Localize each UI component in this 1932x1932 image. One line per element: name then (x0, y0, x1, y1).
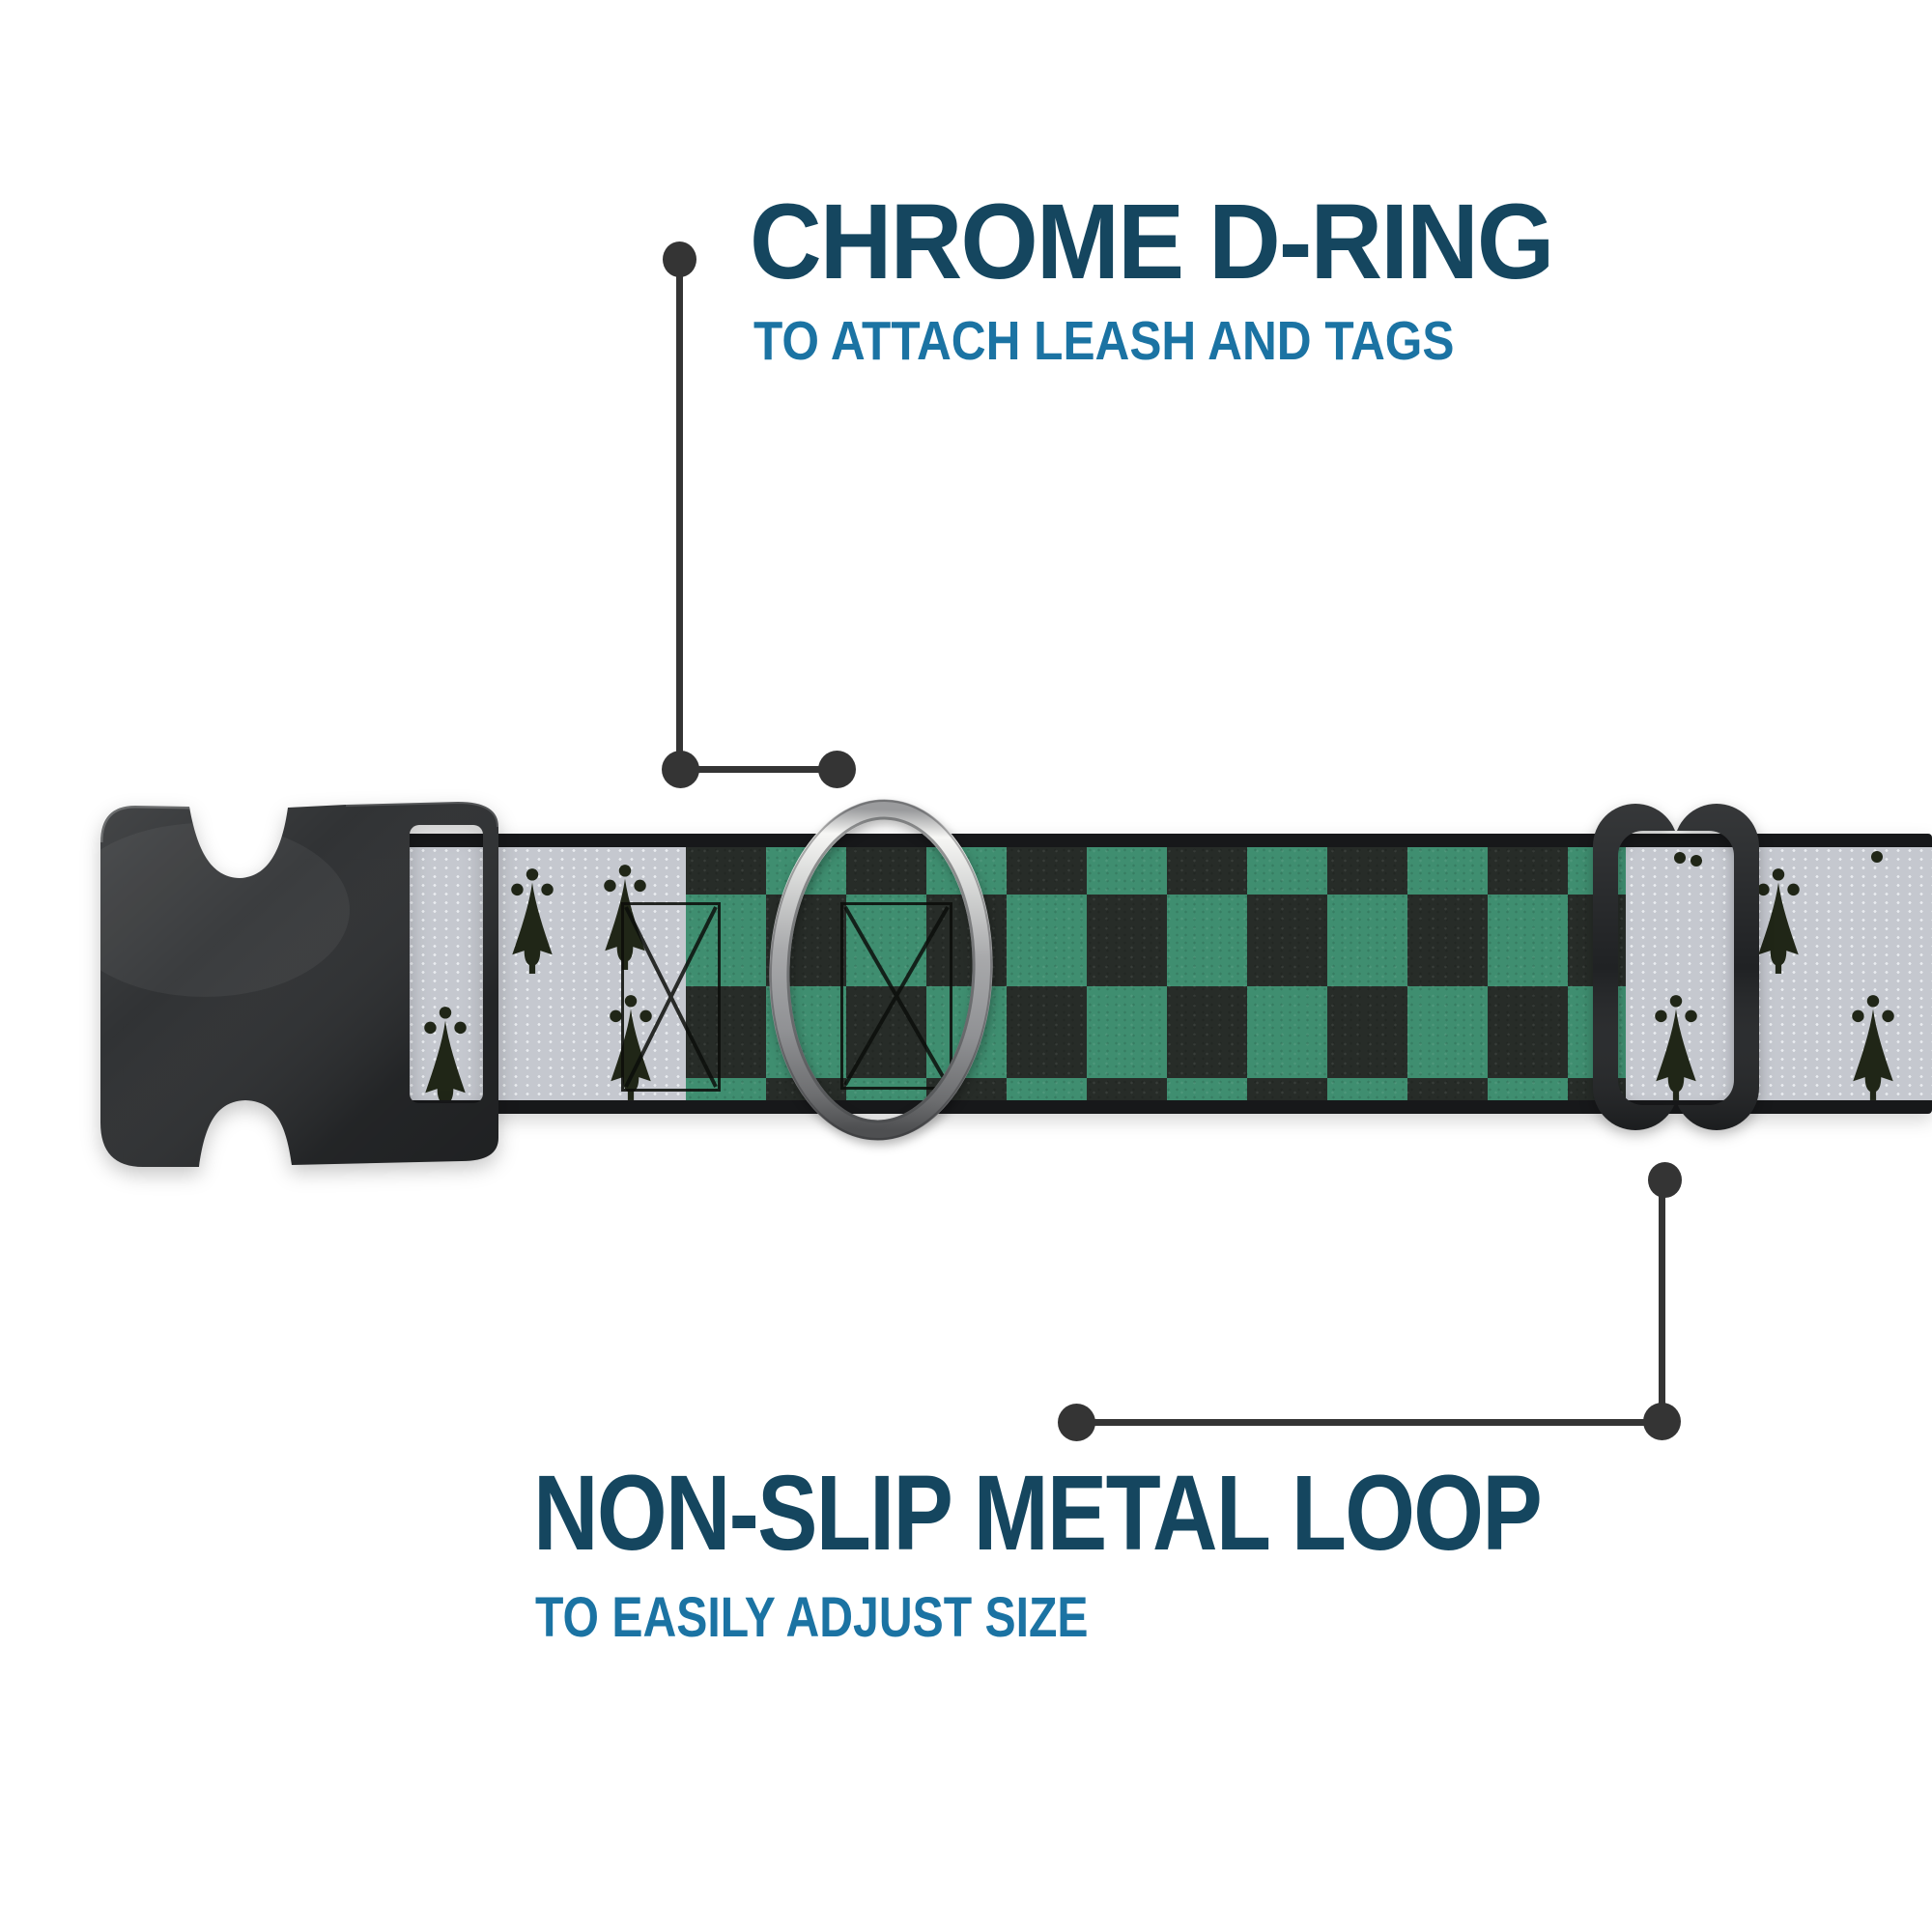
ermine-spot-icon (510, 867, 554, 975)
connector-dot (1648, 1162, 1682, 1198)
webbing-edge-top (406, 834, 1932, 847)
callout-bottom-subtitle: TO EASILY ADJUST SIZE (535, 1586, 1089, 1649)
webbing-edge-bottom (406, 1100, 1932, 1114)
plastic-buckle-icon (89, 794, 504, 1173)
ermine-spot-icon (1851, 993, 1895, 1101)
connector-line-vertical (1659, 1196, 1665, 1420)
callout-top-title: CHROME D-RING (750, 183, 1554, 301)
connector-line-horizontal (680, 766, 838, 773)
chrome-d-ring-icon (769, 799, 993, 1141)
stitch-box (840, 902, 952, 1090)
ermine-dot (1871, 851, 1883, 863)
metal-slide-loop-icon (1589, 798, 1763, 1138)
callout-bottom-title: NON-SLIP METAL LOOP (533, 1454, 1543, 1573)
connector-line-vertical (676, 265, 683, 771)
callout-top-subtitle: TO ATTACH LEASH AND TAGS (753, 310, 1455, 372)
connector-dot (818, 751, 856, 788)
stitch-box (621, 902, 721, 1092)
connector-line-horizontal (1076, 1419, 1662, 1426)
